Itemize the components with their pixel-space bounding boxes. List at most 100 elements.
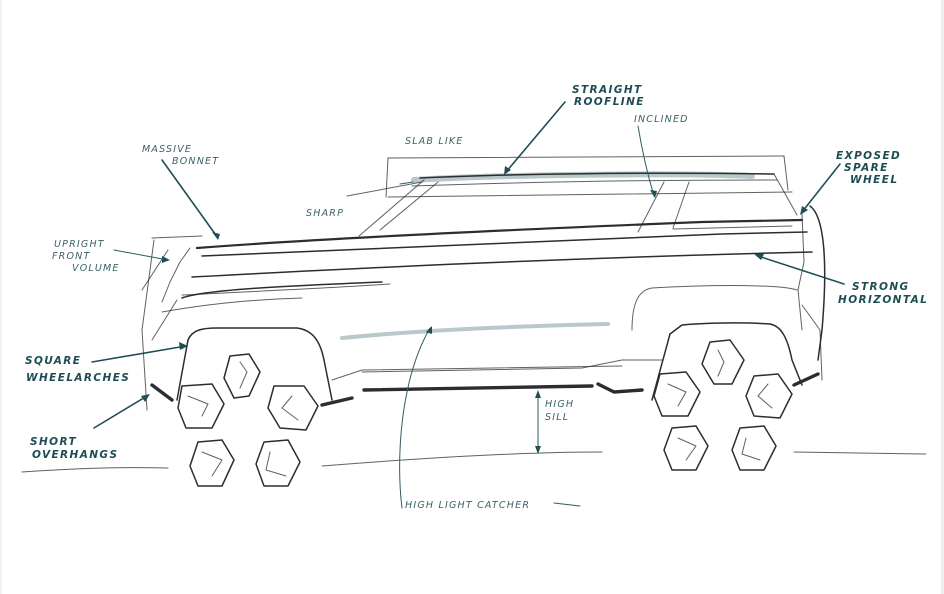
label-sharp: SHARP [306,208,344,219]
spoke-hex [267,385,319,431]
spoke-hex [255,439,301,487]
b-pillar-rear [672,181,690,229]
arrowhead-icon [141,394,150,402]
arrowhead-icon [426,326,432,334]
label-straight: STRAIGHT [572,84,643,96]
arrowhead-icon [535,446,541,454]
spoke-hex-inner [717,349,725,377]
spoke-hex-inner [757,383,773,409]
slab-box-top [387,155,785,159]
rear-window-sill [672,225,793,230]
rear-wheelarch [669,322,803,386]
spoke-hex [189,439,235,487]
label-strong: STRONG [852,281,910,293]
label-highlight-catcher: HIGH LIGHT CATCHER [405,500,530,511]
spoke-hex-inner [187,395,209,417]
arrowhead-icon [162,256,170,263]
arrow-massive-bonnet [161,159,219,239]
label-inclined: INCLINED [634,114,689,125]
windscreen-edge [346,181,423,197]
label-spare: SPARE [844,162,889,174]
label-exposed: EXPOSED [836,150,901,162]
shoulder-line [201,231,808,257]
label-massive: MASSIVE [142,144,192,155]
a-pillar-outer [358,179,425,237]
rear-wheel [653,339,793,471]
front-wheelarch-front [176,339,189,401]
arrow-upright-front [113,249,169,261]
strong-horizontal-line [191,251,813,278]
arrow-slab-like [399,181,414,185]
arrow-exposed-spare-wheel [801,163,841,213]
spoke-hex-inner [741,437,761,461]
front-wheelarch [187,327,333,401]
front-bumper-top [181,281,383,299]
arrow-square-wheelarches [91,345,187,363]
label-volume: VOLUME [72,263,120,274]
label-wheel: WHEEL [850,174,898,186]
front-grille-edge [141,249,169,291]
arrowhead-icon [212,232,220,240]
label-high: HIGH [545,399,574,410]
front-bumper-edge [151,299,178,341]
front-wheel [177,353,319,487]
arrow-short-overhangs [93,395,148,429]
label-upright: UPRIGHT [54,239,105,250]
spoke-hex-inner [677,437,697,461]
roofline [419,172,775,179]
ground-line-middle [321,451,603,467]
label-square: SQUARE [25,355,81,367]
arrowhead-icon [754,254,764,260]
bonnet-lower-line [181,283,391,296]
front-lower-line [161,297,303,313]
roof-box [385,155,793,198]
front-volume-top [151,235,203,239]
highlight-catcher-tail [553,502,581,507]
front-face [161,247,191,303]
sill-rear-kick [596,382,644,394]
sill-line [362,384,594,392]
spoke-hex-inner [281,395,299,421]
front-volume-edge [141,239,155,411]
spoke-hex [223,353,261,399]
spoke-hex [731,425,777,471]
front-overhang-stroke [150,383,174,402]
sill-upper-line [331,365,623,381]
roof-rail-highlight [411,171,755,183]
ground-line-rear [793,451,927,455]
slab-box-bottom [387,191,793,198]
roof-lower-edge [411,179,778,187]
arrow-strong-horizontal [757,255,845,285]
label-overhangs: OVERHANGS [32,449,118,461]
spoke-hex [745,373,793,419]
a-pillar-inner [379,181,439,231]
label-front: FRONT [52,251,90,262]
rear-wheelarch-front [651,333,671,401]
slab-box-left [385,157,389,198]
spoke-hex-inner [201,451,223,477]
spare-wheel-outline [809,205,826,361]
arrow-highlight-catcher [399,327,431,509]
label-short: SHORT [30,436,77,448]
arrowhead-icon [800,206,808,215]
arrowhead-icon [504,166,511,175]
label-slab-like: SLAB LIKE [405,136,464,147]
spoke-hex [653,371,701,417]
spoke-hex [701,339,745,385]
arrow-straight-roofline [505,101,566,173]
arrowhead-icon [535,390,541,398]
rear-bumper-side [801,304,823,381]
beltline [195,218,804,250]
rear-bumper-stroke [792,372,820,387]
rear-face [797,213,805,331]
sill-front-kick [320,396,354,407]
spoke-hex-inner [265,451,287,477]
highlight-catcher-stroke [340,322,610,340]
label-bonnet: BONNET [172,156,219,167]
ground-line-front [21,467,169,473]
label-roofline: ROOFLINE [574,96,645,108]
slab-box-right [783,155,789,191]
rear-fender-upper [631,285,798,331]
